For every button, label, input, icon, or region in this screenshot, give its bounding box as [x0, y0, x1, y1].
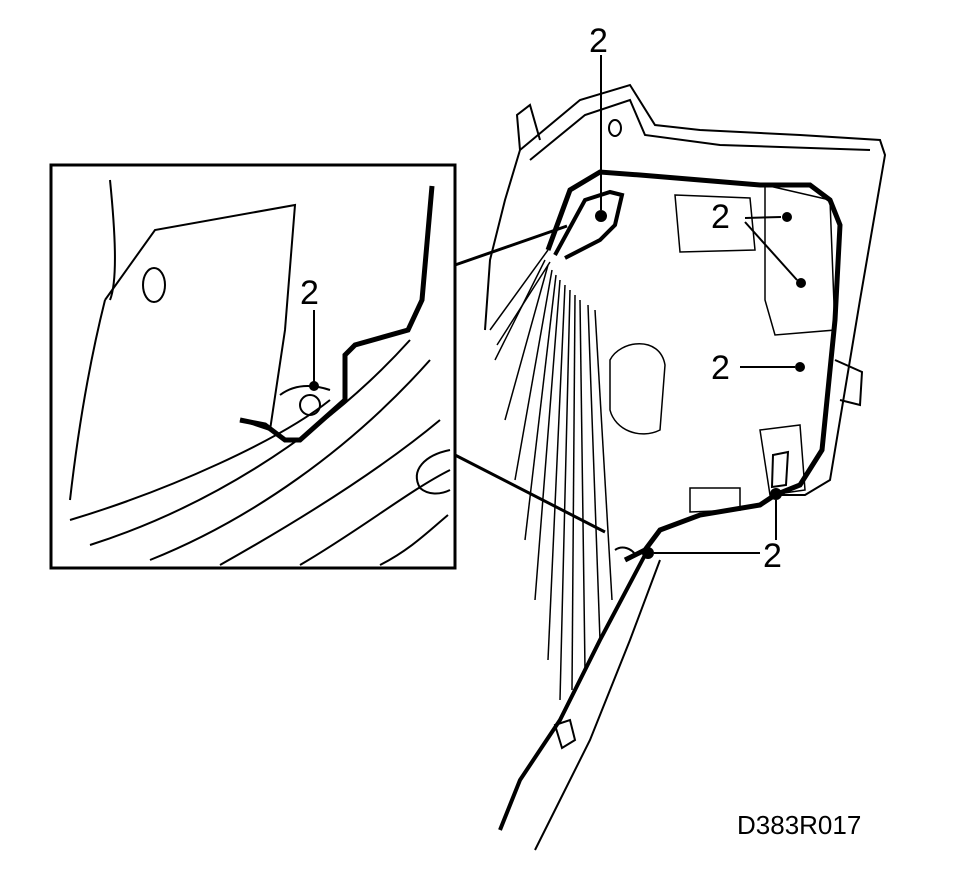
seal-line-inner: [553, 189, 625, 260]
inner-pocket-right: [764, 184, 836, 336]
inset-fastener: [309, 381, 319, 391]
callout-2-top: 2: [589, 22, 608, 60]
inner-pocket-lower: [689, 487, 741, 513]
fastener-mid-right: [795, 362, 805, 372]
callout-2-bottom: 2: [763, 537, 782, 575]
inset-body-curve-6: [379, 514, 449, 566]
fastener-latch: [770, 488, 782, 500]
inset-seam: [239, 185, 435, 443]
upper-hole: [608, 119, 622, 137]
inset-frame: [49, 163, 457, 570]
lower-pillar-edge-2: [534, 559, 661, 851]
inner-pocket-upper: [674, 194, 756, 253]
lower-pillar-notch: [553, 718, 577, 750]
leader-upper-right-2: [744, 221, 798, 281]
panel-ribbing: [489, 249, 613, 701]
inner-recess: [609, 343, 666, 435]
inset-body-curve-7: [109, 179, 116, 301]
inset-panel-curve: [69, 299, 106, 501]
latch-slot: [770, 450, 790, 489]
inset-detail: 2: [49, 163, 606, 570]
inset-body-curve-5: [299, 469, 451, 566]
figure-code: D383R017: [737, 810, 861, 840]
fastener-bottom: [642, 547, 654, 559]
inset-panel-outline: [104, 203, 297, 432]
lower-pillar-edge-1: [498, 554, 647, 831]
fastener-upper-right-2: [796, 278, 806, 288]
callout-2-inset: 2: [300, 274, 319, 312]
inset-lower-bump: [415, 449, 451, 495]
leader-upper-right-1: [744, 216, 782, 219]
panel-left-edge: [484, 149, 521, 331]
main-view: 2 2 2 2: [484, 22, 887, 851]
inset-body-curve-2: [89, 339, 411, 546]
callout-2-upper-right: 2: [711, 198, 730, 236]
lower-bend: [614, 546, 637, 557]
main-fasteners: [595, 210, 806, 559]
side-bracket: [834, 359, 864, 407]
fastener-upper-right-1: [782, 212, 792, 222]
callout-leaders: [600, 55, 798, 554]
inset-body-curve-1: [69, 399, 331, 521]
inset-bracket: [279, 385, 331, 396]
panel-left-tab: [515, 103, 541, 151]
callout-2-mid-right: 2: [711, 349, 730, 387]
inset-hole: [142, 267, 166, 303]
latch-pocket: [759, 424, 806, 496]
inset-body-curve-4: [219, 419, 441, 566]
seal-line-main: [545, 169, 843, 563]
inset-leader-upper: [454, 224, 568, 267]
inset-body-curve-3: [149, 359, 431, 561]
panel-outer-edge: [519, 83, 887, 496]
panel-outer-edge-2: [529, 98, 871, 161]
fastener-top: [595, 210, 607, 222]
